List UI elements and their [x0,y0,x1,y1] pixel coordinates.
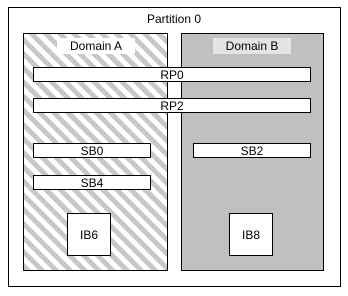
repeater-rp2: RP2 [33,98,311,113]
system-board-sb2: SB2 [193,143,311,158]
system-board-sb4: SB4 [33,175,151,190]
io-board-ib8: IB8 [229,213,273,256]
io-board-ib6: IB6 [67,213,111,256]
system-board-sb0: SB0 [33,143,151,158]
repeater-rp0: RP0 [33,67,311,82]
partition-title: Partition 0 [146,12,202,26]
domain-a-label: Domain A [57,38,135,54]
domain-b-label: Domain B [213,38,291,54]
